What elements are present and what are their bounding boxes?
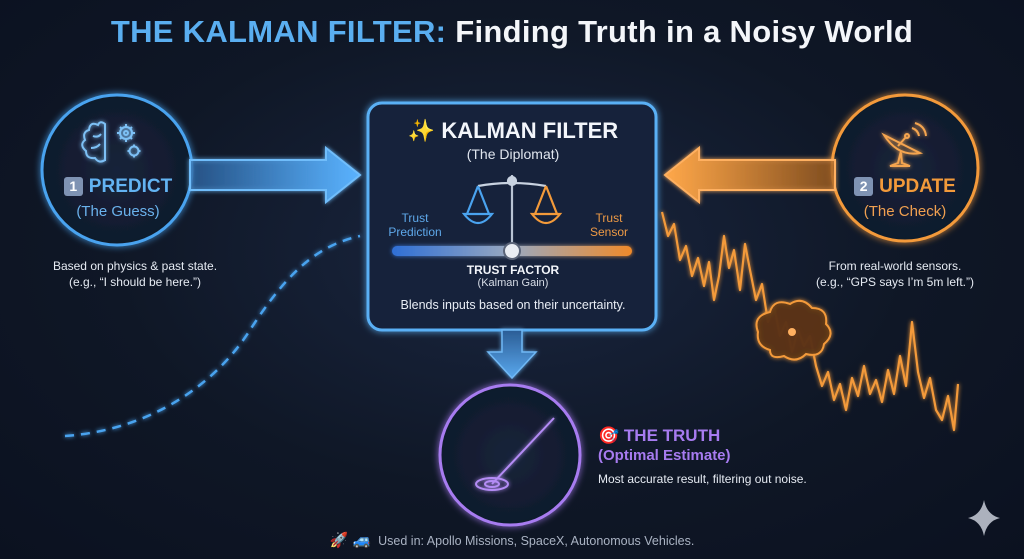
- trust-sensor-label: Trust Sensor: [589, 211, 629, 239]
- sparkles-icon: ✨: [407, 118, 436, 143]
- truth-title: 🎯 THE TRUTH: [598, 426, 721, 445]
- trust-factor-label: TRUST FACTOR: [466, 263, 560, 277]
- brain-gears-icon: [81, 121, 141, 163]
- target-icon: [475, 417, 555, 491]
- page-title: THE KALMAN FILTER: Finding Truth in a No…: [110, 14, 914, 49]
- predicted-trajectory: [64, 234, 361, 438]
- predict-description: Based on physics & past state. (e.g., “I…: [52, 259, 218, 289]
- kalman-description: Blends inputs based on their uncertainty…: [400, 298, 626, 312]
- output-arrow: [486, 329, 538, 380]
- trust-prediction-label: Trust Prediction: [388, 211, 442, 239]
- truth-subtitle: (Optimal Estimate): [598, 447, 731, 464]
- update-subtitle: (The Check): [863, 203, 947, 220]
- truth-circle: [438, 383, 582, 527]
- update-description: From real-world sensors. (e.g., “GPS say…: [815, 259, 975, 289]
- predict-circle: [40, 93, 194, 247]
- truth-description: Most accurate result, filtering out nois…: [598, 472, 807, 486]
- predict-arrow: [189, 145, 362, 205]
- footer-note: 🚀 🚙 Used in: Apollo Missions, SpaceX, Au…: [329, 532, 695, 549]
- step-badge: 2: [854, 177, 874, 196]
- rocket-car-icon: 🚀 🚙: [329, 532, 372, 549]
- kalman-filter-title: ✨ KALMAN FILTER: [407, 118, 619, 143]
- kalman-filter-subtitle: (The Diplomat): [466, 146, 560, 162]
- target-emoji-icon: 🎯: [598, 426, 620, 445]
- sparkle-icon: [968, 500, 1000, 536]
- update-arrow: [663, 145, 836, 205]
- step-badge: 1: [63, 177, 83, 196]
- balance-scale-icon: [461, 175, 563, 252]
- kalman-gain-label: (Kalman Gain): [477, 277, 549, 289]
- trust-factor-slider-knob: [503, 242, 521, 260]
- predict-subtitle: (The Guess): [76, 203, 160, 220]
- satellite-dish-icon: [881, 122, 927, 167]
- sensor-reading-dot: [788, 328, 796, 336]
